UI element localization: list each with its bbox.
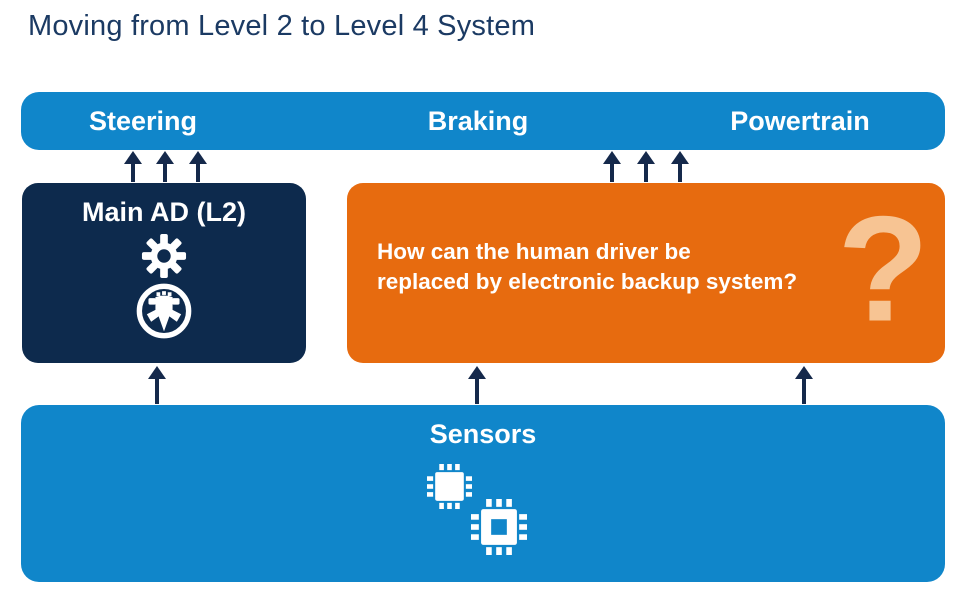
question-mark-icon: ? (837, 184, 929, 353)
main-ad-box: Main AD (L2) (22, 183, 306, 363)
diagram-title: Moving from Level 2 to Level 4 System (28, 10, 536, 42)
arrow-up-sensors-3 (795, 366, 813, 404)
label-powertrain: Powertrain (730, 106, 870, 136)
arrow-up-mainad-1 (124, 151, 142, 182)
actuators-bar: Steering Braking Powertrain (21, 92, 945, 150)
gear-icon (141, 233, 187, 279)
arrow-up-sensors-2 (468, 366, 486, 404)
label-braking: Braking (427, 106, 529, 136)
arrow-up-mainad-2 (156, 151, 174, 182)
arrow-up-mainad-3 (189, 151, 207, 182)
sensors-title: Sensors (429, 419, 537, 449)
question-box: How can the human driver be replaced by … (347, 183, 945, 363)
arrow-up-question-2 (637, 151, 655, 182)
arrow-up-question-1 (603, 151, 621, 182)
label-steering: Steering (88, 106, 198, 136)
question-line-1: How can the human driver be (377, 238, 691, 264)
sensors-bar: Sensors (21, 405, 945, 582)
question-text: How can the human driver be replaced by … (377, 237, 797, 299)
arrow-up-question-3 (671, 151, 689, 182)
chip-icon (427, 464, 472, 509)
chip-icon (471, 499, 527, 555)
arrow-up-sensors-1 (148, 366, 166, 404)
main-ad-title: Main AD (L2) (82, 197, 246, 227)
steering-wheel-icon (136, 283, 192, 339)
question-line-2: replaced by electronic backup system? (377, 269, 798, 295)
